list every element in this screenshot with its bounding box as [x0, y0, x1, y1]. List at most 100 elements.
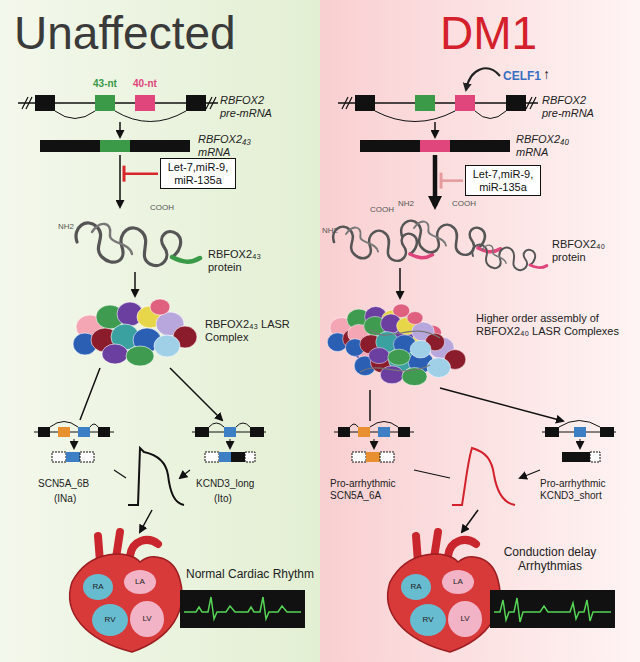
- scn5a-splicing: [334, 422, 414, 463]
- arrow: [119, 122, 121, 137]
- kcnd3-splicing: [224, 427, 236, 437]
- protein: [401, 221, 500, 255]
- inhibitor: [124, 166, 463, 189]
- kcnd3-splicing: [231, 452, 245, 462]
- label: RBFOX2₄₃ LASR Complex: [205, 318, 305, 343]
- scn5a-splicing: [98, 427, 110, 437]
- panel: UnaffectedLet-7,miR-9, miR-135a: [0, 0, 320, 662]
- ecg-screen: [180, 590, 305, 628]
- label: COOH: [370, 205, 394, 214]
- ecg-trace: [494, 598, 611, 622]
- pre-mrna: [375, 111, 506, 122]
- label: RBFOX2 pre-mRNA: [542, 94, 606, 119]
- label: LA: [128, 577, 152, 586]
- scn5a-splicing: [66, 452, 80, 462]
- arrow: [140, 510, 152, 532]
- kcnd3-splicing: [195, 427, 209, 437]
- label: RBFOX2₄₀ mRNA: [516, 133, 582, 158]
- label: LV: [135, 614, 159, 623]
- inhibitor-line: [441, 179, 463, 182]
- scn5a-splicing: [358, 427, 370, 437]
- kcnd3-splicing: [542, 421, 616, 463]
- arrow: [370, 388, 563, 421]
- scn5a-splicing: [38, 427, 50, 437]
- kcnd3-splicing: [219, 452, 231, 462]
- illustration: [345, 312, 444, 366]
- scn5a-splicing: [378, 427, 390, 437]
- label: 40-nt: [127, 78, 163, 90]
- mrna: [40, 140, 190, 152]
- arrow: [434, 122, 436, 137]
- label: Pro-arrhythmic KCND3_short: [540, 478, 635, 501]
- label: NH2: [322, 226, 338, 235]
- scn5a-splicing: [34, 422, 114, 463]
- protein: [333, 227, 432, 261]
- pre-mrna: [35, 95, 55, 111]
- inhibitor-bar: [123, 166, 126, 182]
- arrow: [80, 368, 222, 420]
- scn5a-splicing: [80, 452, 94, 462]
- label: RA: [86, 582, 110, 591]
- celf1-arrow: [466, 68, 500, 90]
- label: 43-nt: [87, 78, 123, 90]
- complex-strands: [360, 330, 440, 372]
- label: COOH: [452, 199, 476, 208]
- panel-title: Unaffected: [14, 8, 236, 59]
- pre-mrna: [455, 95, 475, 111]
- arrow: [433, 155, 438, 206]
- protein: [472, 245, 546, 271]
- kcnd3-splicing: [192, 423, 266, 462]
- pre-mrna: [338, 95, 538, 122]
- kcnd3-splicing: [590, 452, 600, 462]
- scn5a-splicing: [374, 439, 375, 448]
- scn5a-splicing: [338, 427, 350, 437]
- scn5a-splicing: [350, 422, 398, 428]
- kcnd3-splicing: [559, 421, 600, 428]
- inhibitor-bar: [440, 173, 443, 189]
- kcnd3-splicing: [245, 452, 255, 462]
- label: NH2: [398, 199, 414, 208]
- protein: [76, 223, 181, 266]
- box-text: Let-7,miR-9, miR-135a: [166, 161, 230, 186]
- label: RA: [404, 582, 428, 591]
- illustration: [388, 532, 500, 652]
- pre-mrna: [355, 95, 375, 111]
- arrow: [414, 470, 540, 478]
- scn5a-splicing: [52, 452, 66, 462]
- label: ↑: [543, 66, 550, 82]
- pre-mrna: [186, 95, 206, 111]
- left-panel-ground: [0, 0, 320, 662]
- arrow: [114, 470, 190, 478]
- kcnd3-splicing: [580, 439, 581, 448]
- label: RV: [98, 615, 122, 624]
- mrna: [450, 140, 510, 152]
- label: RBFOX2₄₀ protein: [552, 238, 620, 263]
- pre-mrna: [415, 95, 435, 111]
- kcnd3-splicing: [205, 452, 219, 462]
- mrna: [360, 140, 510, 152]
- label: LA: [446, 577, 470, 586]
- mirna-box: Let-7,miR-9, miR-135a: [465, 165, 541, 196]
- kcnd3-splicing: [209, 423, 250, 427]
- label: RBFOX2₄₃ mRNA: [198, 133, 264, 158]
- protein: [530, 265, 547, 268]
- right-panel-ground: [320, 0, 640, 662]
- protein: [410, 254, 432, 258]
- label: Pro-arrhythmic SCN5A_6A: [330, 478, 420, 501]
- illustration: [70, 532, 182, 652]
- mrna: [100, 140, 130, 152]
- arrow: [399, 268, 401, 298]
- label: SCN5A_6B: [38, 478, 89, 490]
- label: (Ito): [214, 493, 232, 505]
- label: Higher order assembly of RBFOX2₄₀ LASR C…: [476, 312, 626, 337]
- scn5a-splicing: [78, 427, 90, 437]
- kcnd3-splicing: [545, 427, 559, 437]
- protein: [172, 257, 200, 262]
- protein: [76, 223, 200, 266]
- label: KCND3_long: [196, 478, 254, 490]
- mirna-box: Let-7,miR-9, miR-135a: [160, 158, 236, 189]
- label: LV: [453, 614, 477, 623]
- protein: [333, 227, 417, 261]
- pre-mrna: [18, 95, 218, 122]
